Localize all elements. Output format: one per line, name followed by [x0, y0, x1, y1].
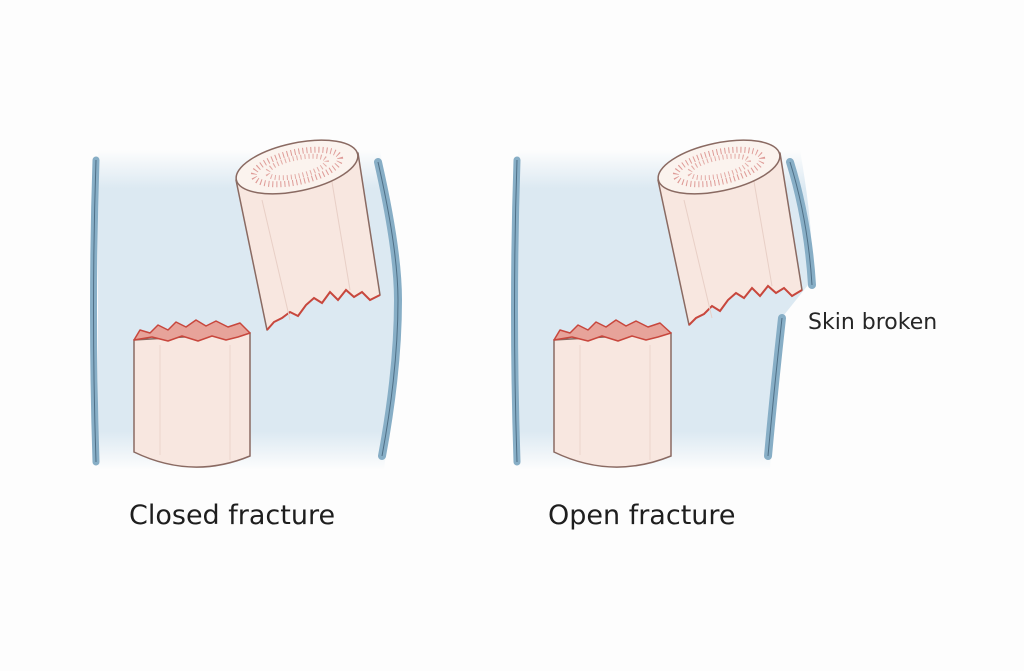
closed-marrow-surface — [235, 139, 359, 195]
open-lower-bone-fragment — [553, 319, 672, 468]
open-marrow-surface — [657, 139, 781, 195]
open-upper-bone-fragment — [657, 139, 803, 326]
closed-upper-bone-fragment — [235, 139, 381, 331]
closed-lower-bone-fragment — [133, 319, 251, 468]
open-fracture-panel — [511, 139, 816, 470]
skin-broken-label: Skin broken — [808, 310, 938, 335]
open-fracture-caption: Open fracture — [548, 500, 736, 531]
closed-fracture-panel — [90, 139, 403, 470]
closed-fracture-caption: Closed fracture — [129, 500, 336, 531]
